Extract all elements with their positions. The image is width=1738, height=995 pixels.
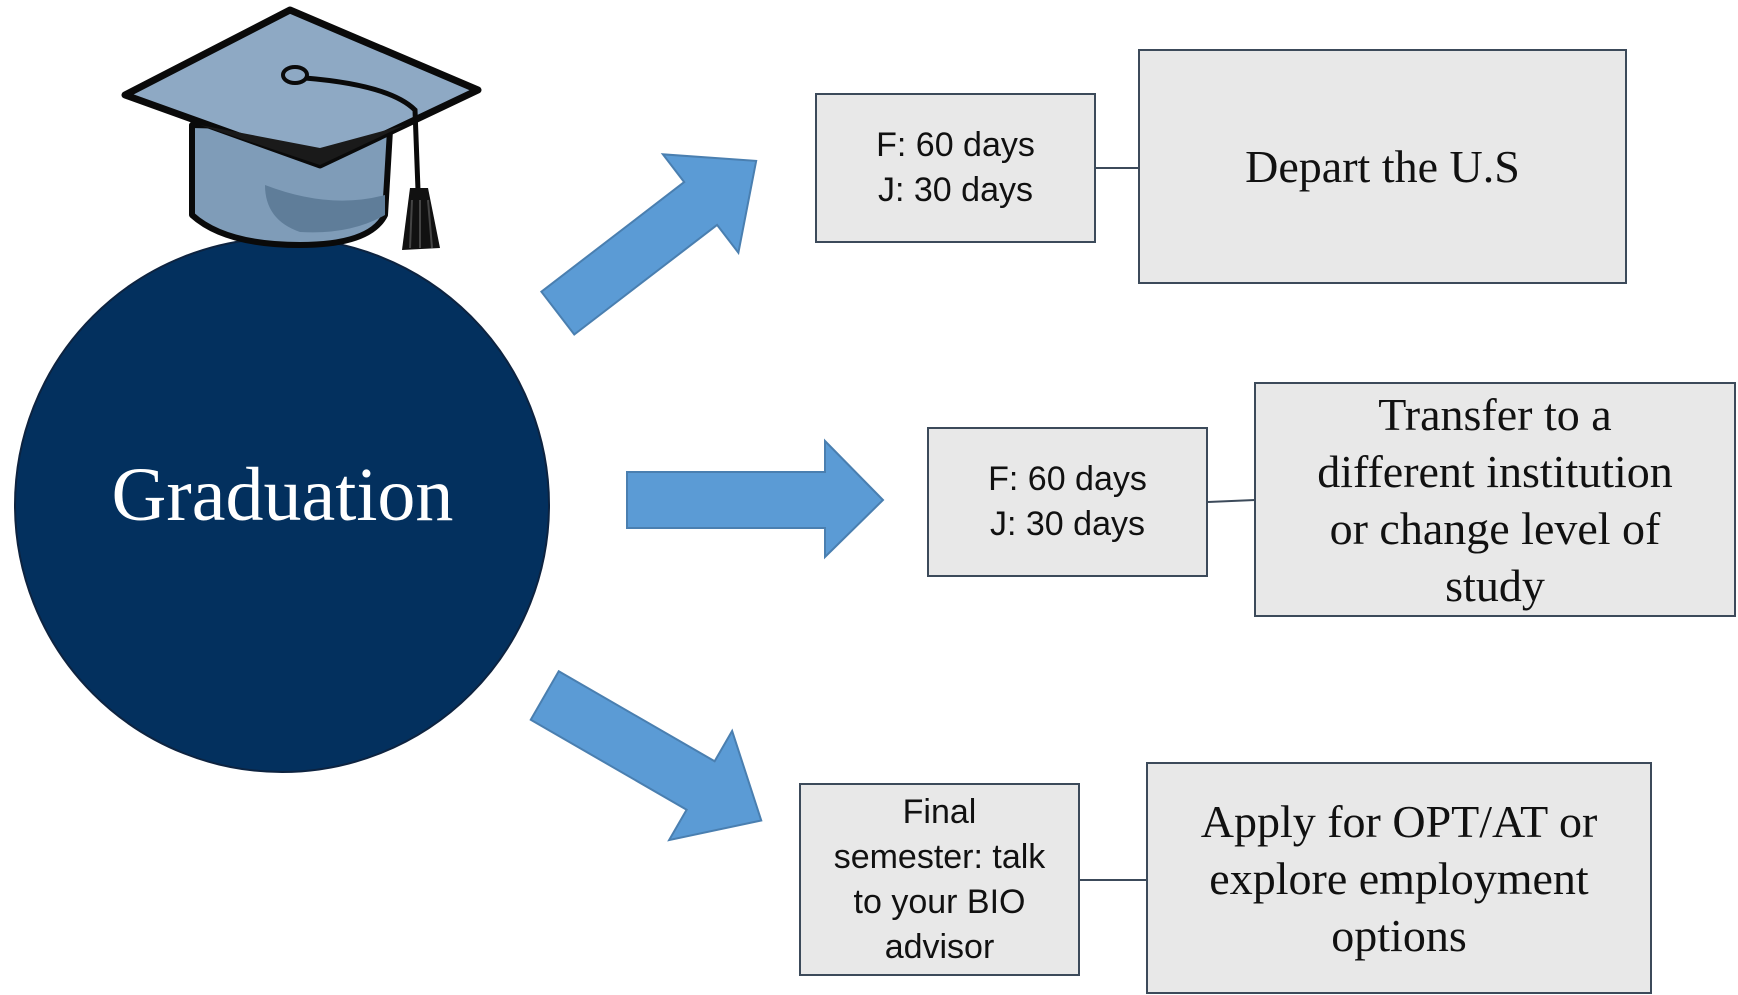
condition-text: semester: talk: [833, 837, 1046, 876]
arrow-down-right: [529, 669, 763, 842]
arrow-up-right: [539, 153, 758, 336]
condition-text: Final: [902, 792, 977, 831]
condition-text: J: 30 days: [878, 171, 1033, 209]
graduation-cap-icon: [121, 6, 482, 250]
outcome-text: Depart the U.S: [1245, 141, 1520, 192]
condition-text: advisor: [884, 927, 995, 966]
outcome-text: Transfer to a: [1378, 388, 1612, 440]
arrow-right: [626, 438, 885, 560]
condition-text: F: 60 days: [988, 460, 1147, 498]
condition-box-3: Final semester: talk to your BIO advisor: [799, 783, 1080, 976]
condition-text: J: 30 days: [990, 505, 1145, 543]
outcome-text: explore employment: [1209, 852, 1589, 904]
connector-line-2: [1207, 499, 1256, 503]
outcome-box-1: Depart the U.S: [1138, 49, 1627, 284]
outcome-text: Apply for OPT/AT or: [1200, 795, 1598, 847]
outcome-text: or change level of: [1329, 502, 1661, 554]
outcome-text: study: [1445, 559, 1545, 611]
outcome-text: different institution: [1317, 445, 1673, 497]
outcome-text: options: [1331, 909, 1467, 961]
center-label: Graduation: [111, 452, 454, 537]
outcome-box-3: Apply for OPT/AT or explore employment o…: [1146, 762, 1652, 994]
outcome-box-2: Transfer to a different institution or c…: [1254, 382, 1736, 617]
condition-box-1: F: 60 days J: 30 days: [815, 93, 1096, 243]
condition-text: F: 60 days: [876, 126, 1035, 164]
condition-text: to your BIO: [853, 882, 1026, 921]
condition-box-2: F: 60 days J: 30 days: [927, 427, 1208, 577]
